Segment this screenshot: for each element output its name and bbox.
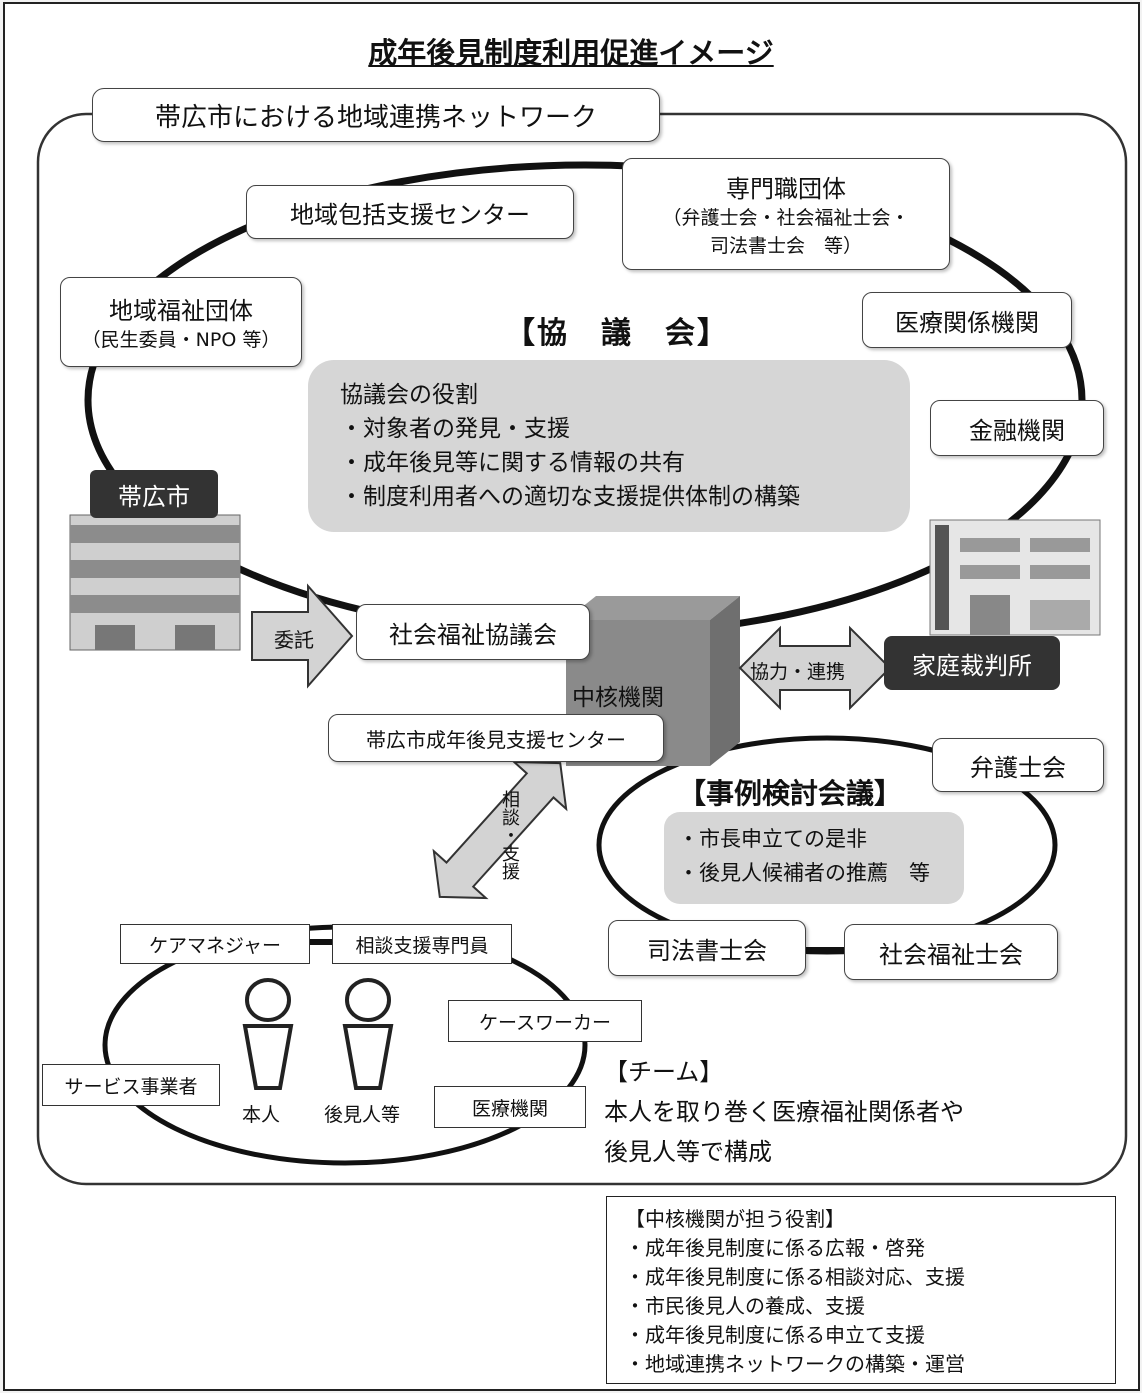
org-senmon-title: 専門職団体 (726, 174, 846, 203)
council-role-item: ・対象者の発見・支援 (340, 416, 570, 442)
shiho-box: 司法書士会 (608, 920, 806, 976)
team-desc-line: 本人を取り巻く医療福祉関係者や (604, 1098, 964, 1126)
iryo-box: 医療機関 (434, 1086, 586, 1128)
core-roles-title: 【中核機関が担う役割】 (625, 1207, 845, 1231)
city-label: 帯広市 (90, 470, 218, 518)
page-title: 成年後見制度利用促進イメージ (368, 36, 774, 70)
shakyo-box: 社会福祉協議会 (356, 604, 590, 660)
soudan-arrow (432, 760, 568, 900)
core-roles-box: 【中核機関が担う役割】 ・成年後見制度に係る広報・啓発 ・成年後見制度に係る相談… (606, 1196, 1116, 1384)
org-fukushi: 地域福祉団体 （民生委員・NPO 等） (60, 277, 302, 367)
core-role-item: ・成年後見制度に係る広報・啓発 (625, 1236, 925, 1260)
org-fukushi-title: 地域福祉団体 (109, 296, 253, 325)
person-icon-kouken (342, 978, 394, 1090)
org-chiiki-houkatsu: 地域包括支援センター (246, 185, 574, 239)
core-role-item: ・市民後見人の養成、支援 (625, 1294, 865, 1318)
team-heading: 【チーム】 (604, 1058, 724, 1086)
core-institution-label: 中核機関 (572, 685, 664, 711)
service-box: サービス事業者 (42, 1064, 220, 1106)
core-role-item: ・地域連携ネットワークの構築・運営 (625, 1352, 965, 1376)
soudan-shien-box: 相談支援専門員 (332, 924, 512, 964)
core-cube-top (566, 596, 740, 620)
council-roles: 協議会の役割 ・対象者の発見・支援 ・成年後見等に関する情報の共有 ・制度利用者… (340, 378, 800, 514)
council-roles-title: 協議会の役割 (340, 382, 478, 408)
kouken-label: 後見人等 (324, 1104, 401, 1126)
bengoshi-box: 弁護士会 (932, 738, 1104, 792)
kyoryoku-label: 協力・連携 (750, 661, 846, 683)
org-senmon: 専門職団体 （弁護士会・社会福祉士会・ 司法書士会 等） (622, 158, 950, 270)
support-center-box: 帯広市成年後見支援センター (328, 714, 664, 762)
org-fukushi-sub: （民生委員・NPO 等） (81, 328, 281, 351)
case-meeting-item: ・市長申立ての是非 (678, 827, 867, 851)
case-meeting-item: ・後見人候補者の推薦 等 (678, 861, 930, 885)
team-description: 【チーム】 本人を取り巻く医療福祉関係者や 後見人等で構成 (604, 1052, 964, 1172)
itaku-label: 委託 (274, 628, 314, 652)
council-heading: 【協 議 会】 (505, 316, 729, 351)
core-role-item: ・成年後見制度に係る相談対応、支援 (625, 1265, 965, 1289)
court-label: 家庭裁判所 (884, 636, 1060, 690)
honnin-label: 本人 (242, 1104, 281, 1126)
council-role-item: ・制度利用者への適切な支援提供体制の構築 (340, 484, 800, 510)
person-icon-honnin (242, 978, 294, 1090)
care-manager-box: ケアマネジャー (120, 924, 310, 964)
org-iryo-kankei: 医療関係機関 (862, 292, 1072, 348)
case-meeting-items: ・市長申立ての是非 ・後見人候補者の推薦 等 (664, 812, 964, 904)
core-role-item: ・成年後見制度に係る申立て支援 (625, 1323, 925, 1347)
core-cube-side (710, 596, 740, 766)
team-desc-line: 後見人等で構成 (604, 1138, 772, 1166)
org-kinyu: 金融機関 (930, 400, 1104, 456)
shakai-fukushishi-box: 社会福祉士会 (844, 924, 1058, 980)
court-building (929, 519, 1101, 636)
case-worker-box: ケースワーカー (448, 1000, 642, 1042)
council-role-item: ・成年後見等に関する情報の共有 (340, 450, 685, 476)
city-hall-building (69, 514, 241, 651)
soudan-label: 相談・支援 (499, 790, 520, 880)
council-role-box (308, 360, 910, 532)
itaku-arrow (251, 583, 354, 689)
org-senmon-sub2: 司法書士会 等） (709, 234, 862, 257)
case-meeting-heading: 【事例検討会議】 (678, 777, 903, 810)
org-senmon-sub1: （弁護士会・社会福祉士会・ (662, 206, 910, 229)
network-label: 帯広市における地域連携ネットワーク (92, 88, 660, 142)
